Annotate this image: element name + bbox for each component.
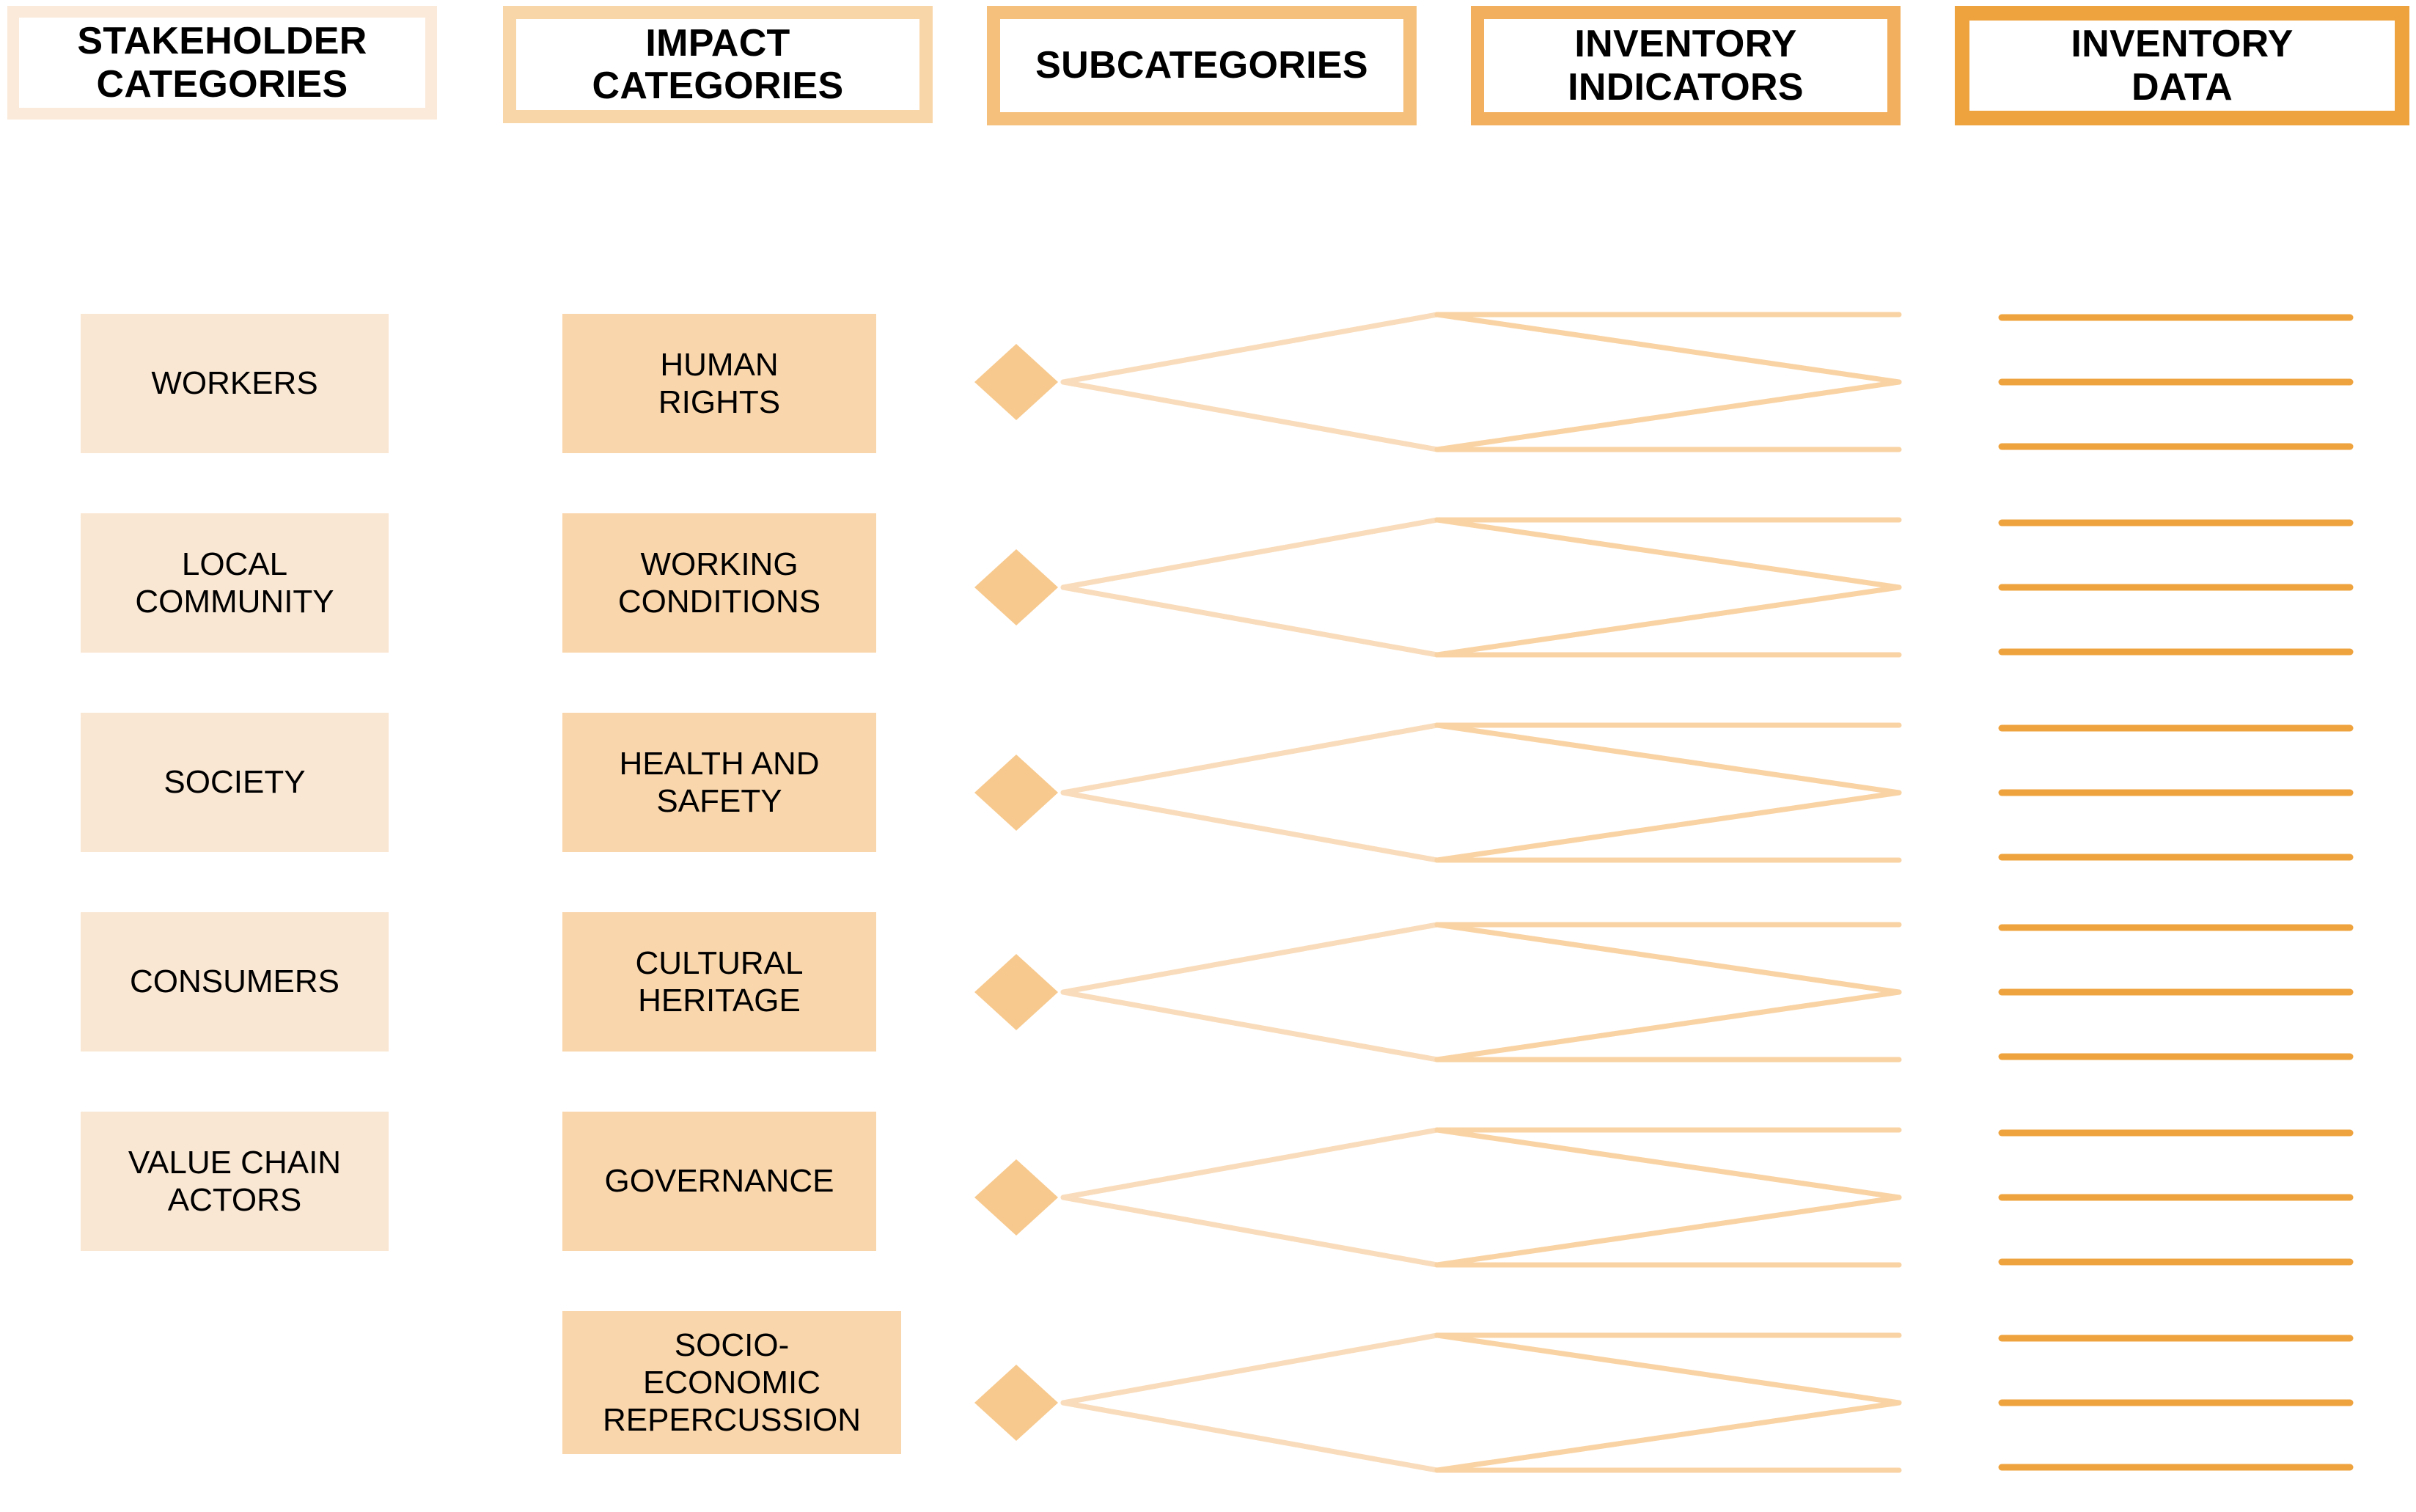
impact-label: HEALTH AND SAFETY	[619, 745, 820, 819]
subcategory-diamond	[974, 1159, 1058, 1236]
impact-label: HUMAN RIGHTS	[658, 346, 781, 420]
indicator-diagonal-up	[1434, 989, 1902, 1063]
stakeholder-label: WORKERS	[151, 365, 318, 402]
indicator-diagonal-down	[1434, 1332, 1902, 1406]
stakeholder-label: LOCAL COMMUNITY	[135, 546, 334, 620]
impact-card: WORKING CONDITIONS	[562, 513, 876, 653]
stakeholder-card: CONSUMERS	[81, 912, 389, 1052]
header-label: INVENTORY INDICATORS	[1568, 23, 1804, 109]
impact-card: CULTURAL HERITAGE	[562, 912, 876, 1052]
subcategory-link-lower	[1060, 1400, 1440, 1473]
header-stakeholder-categories: STAKEHOLDER CATEGORIES	[7, 6, 437, 120]
subcategory-link-upper	[1060, 922, 1440, 995]
subcategory-link-lower	[1060, 790, 1440, 863]
header-label: STAKEHOLDER CATEGORIES	[77, 20, 367, 106]
indicator-diagonal-up	[1434, 379, 1902, 452]
indicator-diagonal-up	[1434, 1194, 1902, 1268]
subcategory-link-upper	[1060, 722, 1440, 796]
impact-card: GOVERNANCE	[562, 1112, 876, 1251]
subcategory-link-lower	[1060, 379, 1440, 452]
stakeholder-card: WORKERS	[81, 314, 389, 453]
stakeholder-card: VALUE CHAIN ACTORS	[81, 1112, 389, 1251]
stakeholder-card: SOCIETY	[81, 713, 389, 852]
impact-card: HEALTH AND SAFETY	[562, 713, 876, 852]
stakeholder-card: LOCAL COMMUNITY	[81, 513, 389, 653]
impact-label: CULTURAL HERITAGE	[635, 944, 804, 1019]
header-label: INVENTORY DATA	[2071, 23, 2294, 109]
subcategory-link-lower	[1060, 1194, 1440, 1268]
indicator-diagonal-up	[1434, 790, 1902, 863]
impact-label: WORKING CONDITIONS	[617, 546, 821, 620]
subcategory-diamond	[974, 954, 1058, 1030]
indicator-diagonal-up	[1434, 1400, 1902, 1473]
subcategory-link-upper	[1060, 517, 1440, 590]
impact-label: SOCIO- ECONOMIC REPERCUSSION	[602, 1326, 862, 1439]
header-subcategories: SUBCATEGORIES	[987, 6, 1417, 125]
subcategory-link-lower	[1060, 584, 1440, 658]
header-inventory-indicators: INVENTORY INDICATORS	[1471, 6, 1901, 125]
header-inventory-data: INVENTORY DATA	[1955, 6, 2409, 125]
indicator-diagonal-down	[1434, 722, 1902, 796]
header-impact-categories: IMPACT CATEGORIES	[503, 6, 933, 123]
subcategory-link-upper	[1060, 1332, 1440, 1406]
subcategory-diamond	[974, 549, 1058, 625]
subcategory-link-upper	[1060, 312, 1440, 385]
impact-card: HUMAN RIGHTS	[562, 314, 876, 453]
indicator-diagonal-down	[1434, 312, 1902, 385]
stakeholder-label: SOCIETY	[164, 764, 306, 801]
indicator-diagonal-down	[1434, 517, 1902, 590]
impact-card: SOCIO- ECONOMIC REPERCUSSION	[562, 1311, 901, 1454]
impact-label: GOVERNANCE	[604, 1163, 834, 1200]
stakeholder-label: CONSUMERS	[129, 964, 340, 1000]
stakeholder-label: VALUE CHAIN ACTORS	[128, 1144, 342, 1218]
subcategory-link-upper	[1060, 1127, 1440, 1200]
subcategory-link-lower	[1060, 989, 1440, 1063]
indicator-diagonal-down	[1434, 1127, 1902, 1200]
header-label: IMPACT CATEGORIES	[592, 21, 844, 107]
subcategory-diamond	[974, 344, 1058, 420]
indicator-diagonal-up	[1434, 584, 1902, 658]
subcategory-diamond	[974, 755, 1058, 831]
subcategory-diamond	[974, 1365, 1058, 1441]
indicator-diagonal-down	[1434, 922, 1902, 995]
header-label: SUBCATEGORIES	[1035, 44, 1368, 87]
